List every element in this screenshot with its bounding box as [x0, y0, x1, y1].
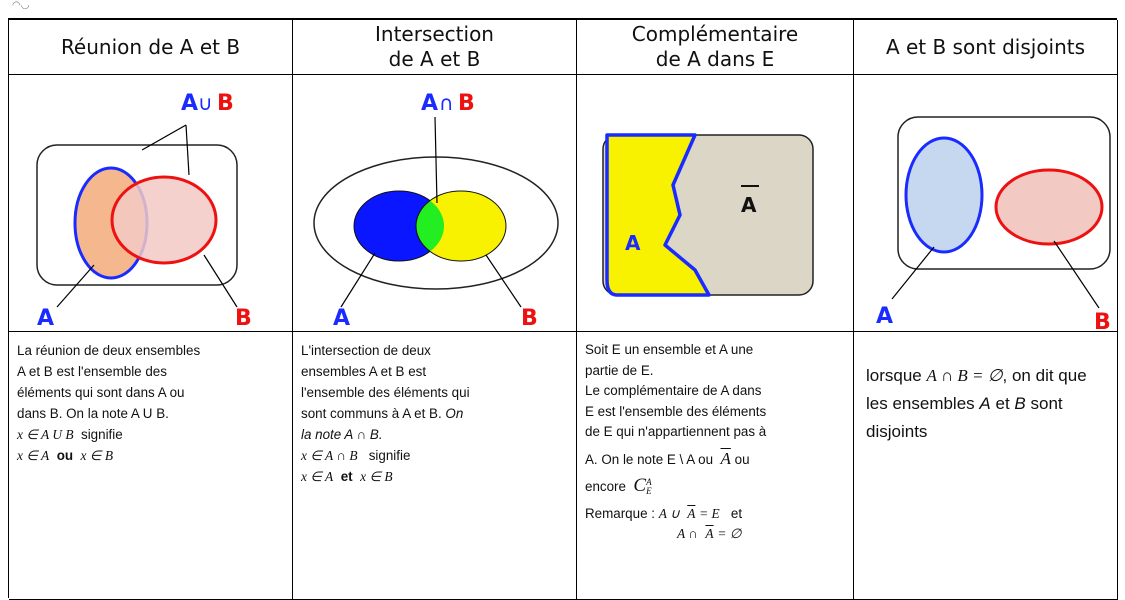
union-title-a: A — [181, 91, 198, 116]
set-a-ellipse — [904, 136, 984, 254]
set-a-region — [605, 133, 711, 297]
text-line: éléments qui sont dans A ou — [17, 385, 185, 400]
header-complement: Complémentaire de A dans E — [577, 20, 854, 75]
text-word: sont communs à A et B. — [301, 406, 442, 421]
text-line: l'ensemble des éléments qui — [301, 385, 470, 400]
text-line: sont communs à A et B. On — [301, 403, 568, 424]
text-line: E est l'ensemble des éléments — [585, 403, 767, 419]
text-line: A et B est l'ensemble des — [17, 364, 167, 379]
union-label-b: B — [235, 306, 252, 331]
math-expr: x ∈ A — [17, 448, 50, 463]
complement-description: Soit E un ensemble et A une partie de E.… — [577, 332, 854, 600]
text-line: A ∩ A = ∅ — [585, 524, 845, 545]
math-expr: = E — [699, 505, 720, 521]
text-line: x ∈ A U B signifie — [17, 424, 284, 445]
abar-symbol: A — [705, 526, 714, 541]
math-expr: x ∈ A U B — [17, 427, 74, 442]
text-word: , on — [1002, 366, 1031, 385]
text-word: et — [995, 394, 1010, 413]
union-description: La réunion de deux ensembles A et B est … — [9, 332, 293, 600]
universe-rect — [897, 116, 1111, 270]
intersection-title-a: A — [421, 91, 438, 116]
text-word: On — [445, 406, 464, 421]
disjoint-description: lorsque A ∩ B = ∅, on dit que les ensemb… — [854, 332, 1118, 600]
header-intersection: Intersection de A et B — [293, 20, 577, 75]
intersection-label-a: A — [333, 306, 350, 331]
text-line: La réunion de deux ensembles — [17, 343, 201, 358]
complement-c-symbol: C — [633, 475, 647, 496]
text-line: Soit E un ensemble et A une — [585, 342, 754, 357]
math-expr: x ∈ A ∩ B — [301, 448, 358, 463]
complement-label-a: A — [625, 231, 641, 255]
text-line: dans B. On la note A U B. — [17, 406, 169, 421]
union-title-op: ∪ — [198, 91, 213, 115]
text-line: de E qui n'appartiennent pas à — [585, 424, 767, 439]
complement-diagram-cell: A A — [577, 75, 854, 332]
text-word: lorsque — [866, 366, 922, 385]
disjoint-diagram-cell: A B — [854, 75, 1118, 335]
intersection-title-op: ∩ — [439, 91, 454, 115]
math-expr: x ∈ A — [301, 469, 334, 484]
math-expr: A — [979, 394, 991, 413]
complement-label-abar: A — [741, 193, 757, 217]
disjoint-label-a: A — [876, 304, 893, 329]
complement-diagram: A A — [602, 133, 814, 297]
intersection-description: L'intersection de deux ensembles A et B … — [293, 332, 577, 600]
math-expr: B — [1014, 394, 1026, 413]
text-line: Le complémentaire de A dans — [585, 383, 762, 398]
intersection-title-b: B — [458, 91, 475, 116]
text-line: la note A ∩ B. — [301, 427, 383, 442]
text-word: A. On le note E \ A ou — [585, 451, 714, 467]
corner-mark: ◠◡ — [12, 0, 30, 11]
intersection-diagram-cell: A ∩ B A B — [293, 75, 577, 332]
header-disjoint: A et B sont disjoints — [854, 20, 1118, 75]
union-diagram-cell: A ∪ B A B — [9, 75, 293, 332]
c-superscript: A — [646, 477, 652, 488]
text-line: A. On le note E \ A ou A ou — [585, 449, 845, 471]
header-union: Réunion de A et B — [9, 20, 293, 75]
text-line: Remarque : A ∪ A = E et — [585, 504, 845, 525]
disjoint-label-b: B — [1094, 310, 1111, 331]
text-word: sont disjoints — [866, 394, 1063, 441]
math-expr: A ∩ — [677, 526, 698, 541]
c-subscript: E — [646, 486, 652, 497]
intersection-label-b: B — [521, 306, 538, 331]
math-expr: A ∪ — [658, 505, 680, 521]
math-expr: A ∩ B = ∅ — [926, 366, 1003, 385]
set-b-ellipse — [110, 175, 218, 265]
text-line: L'intersection de deux — [301, 343, 431, 358]
text-word: et — [340, 469, 353, 484]
text-word: ou — [56, 448, 74, 463]
text-line: ensembles A et B est — [301, 364, 427, 379]
text-line: partie de E. — [585, 362, 654, 378]
disjoint-diagram: A B — [876, 116, 1111, 335]
abar-symbol: A — [720, 448, 731, 468]
text-word: dit que les ensembles — [866, 366, 1087, 413]
universe-rect — [36, 144, 238, 286]
text-word: encore — [585, 479, 626, 494]
text-word: ou — [734, 451, 750, 467]
union-venn-diagram: A ∪ B A B — [36, 91, 252, 331]
text-word: signifie — [368, 448, 411, 463]
sets-table: Réunion de A et B Intersection de A et B… — [8, 18, 1118, 600]
union-label-a: A — [37, 306, 54, 331]
text-line: x ∈ A ou x ∈ B — [17, 445, 284, 466]
math-expr: x ∈ B — [80, 448, 113, 463]
text-line: x ∈ A et x ∈ B — [301, 466, 568, 487]
union-title-b: B — [217, 91, 234, 116]
text-word: signifie — [81, 427, 123, 442]
text-word: Remarque : — [585, 505, 655, 521]
text-word: et — [730, 505, 743, 521]
abar-symbol: A — [687, 505, 696, 521]
set-b-ellipse — [994, 168, 1104, 246]
math-expr: = ∅ — [717, 526, 742, 541]
intersection-venn-diagram: A ∩ B A B — [313, 91, 559, 331]
math-expr: x ∈ B — [360, 469, 393, 484]
text-line: x ∈ A ∩ B signifie — [301, 445, 568, 466]
